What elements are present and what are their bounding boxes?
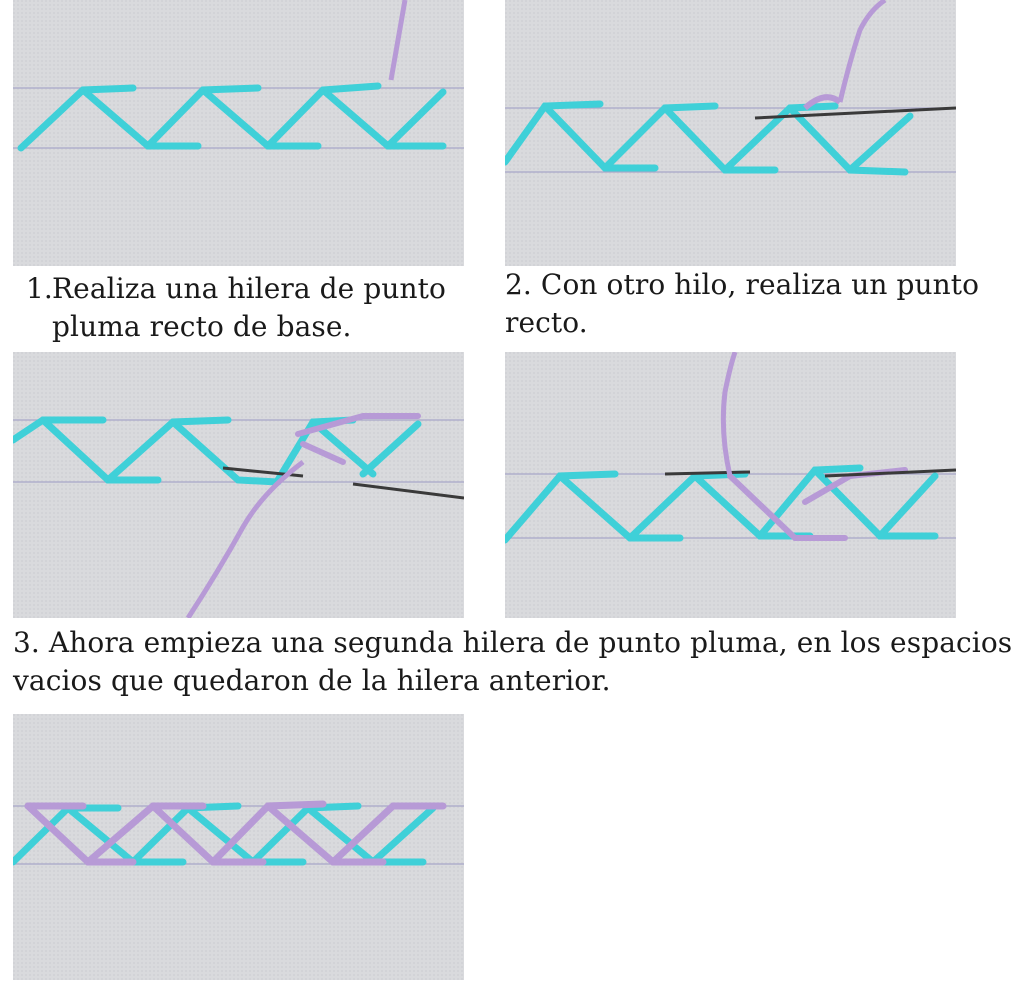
photo-step-3a (13, 352, 464, 618)
embroidery-image-result (13, 714, 464, 980)
step-1-number: 1. (26, 272, 53, 305)
step-3-caption: 3. Ahora empieza una segunda hilera de p… (13, 624, 1013, 700)
step-1-text: Realiza una hilera de punto pluma recto … (52, 272, 446, 343)
embroidery-image-1 (13, 0, 464, 266)
photo-step-3b (505, 352, 956, 618)
embroidery-image-3b (505, 352, 956, 618)
photo-result (13, 714, 464, 980)
step-3-text: 3. Ahora empieza una segunda hilera de p… (13, 626, 1013, 697)
step-1-caption: 1. Realiza una hilera de punto pluma rec… (26, 270, 476, 346)
step-2-text: 2. Con otro hilo, realiza un punto recto… (505, 268, 980, 339)
embroidery-image-3a (13, 352, 464, 618)
embroidery-image-2 (505, 0, 956, 266)
photo-step-1 (13, 0, 464, 266)
step-2-caption: 2. Con otro hilo, realiza un punto recto… (505, 266, 995, 342)
photo-step-2 (505, 0, 956, 266)
